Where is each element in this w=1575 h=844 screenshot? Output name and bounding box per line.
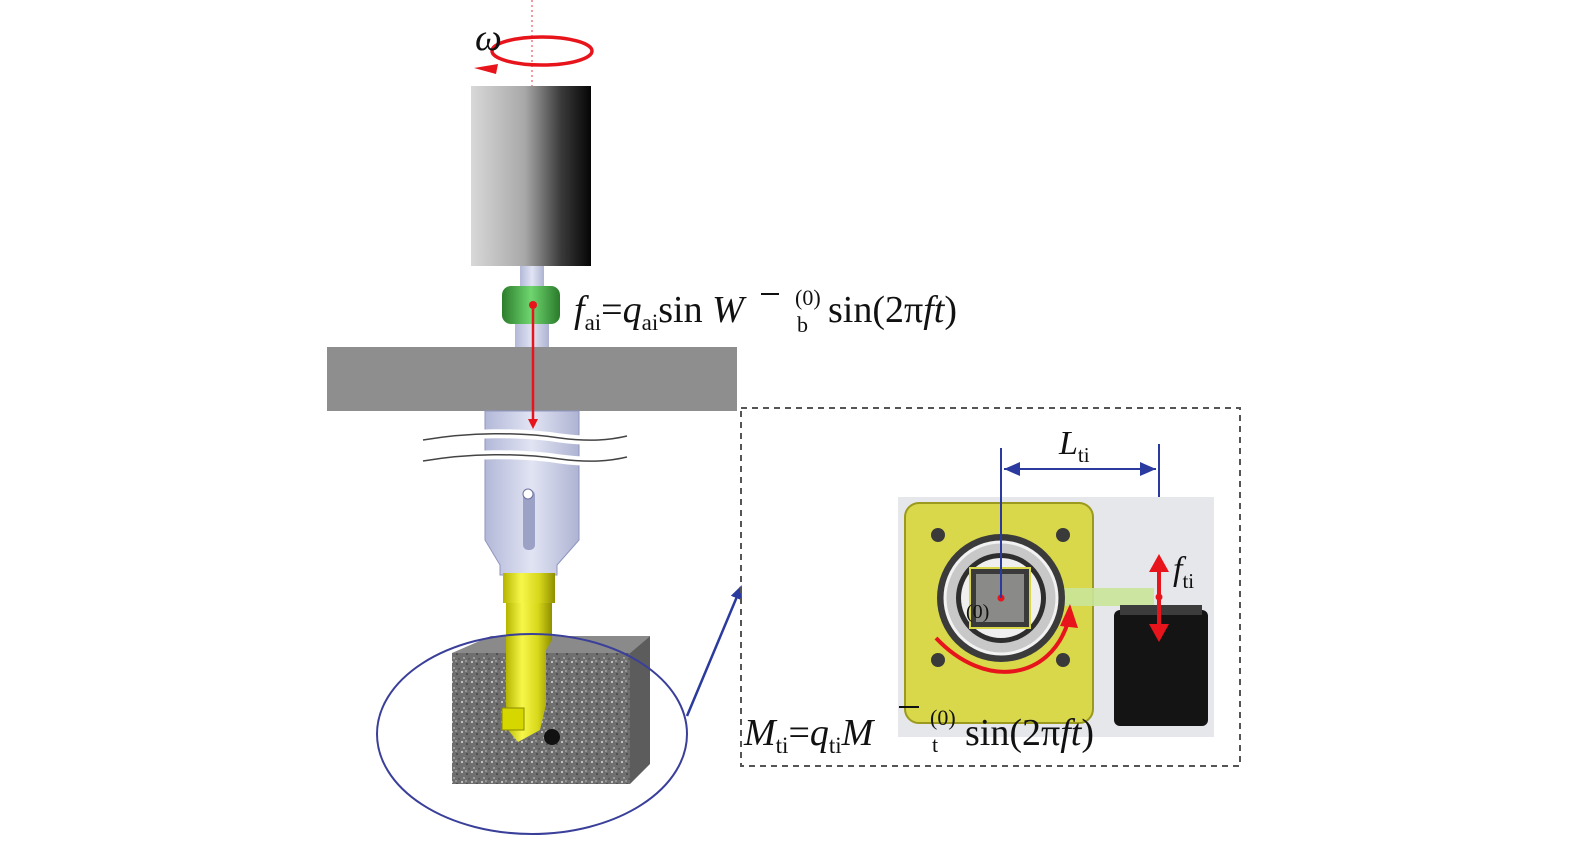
torsional-test-rig [898, 497, 1214, 737]
rod-pin [523, 489, 533, 499]
rock-sample [452, 636, 650, 784]
svg-text:(0): (0) [930, 705, 956, 730]
motor [471, 86, 591, 266]
axial-force-point [529, 301, 537, 309]
upper-shaft [520, 266, 544, 288]
origin-label: (0) [966, 601, 989, 623]
omega-label: ω [475, 17, 502, 59]
svg-text:b: b [797, 312, 808, 337]
svg-text:sin(2πft): sin(2πft) [828, 289, 957, 331]
svg-text:(0): (0) [795, 285, 821, 310]
detail-pointer-arrow [687, 587, 741, 716]
svg-text:Mti=qtiM: Mti=qtiM [743, 712, 876, 758]
svg-text:t: t [932, 732, 938, 757]
dimension-label: Lti [1058, 425, 1090, 467]
axial-force-formula: fai=qaisin W (0) b sin(2πft) [574, 285, 957, 337]
svg-text:fai=qaisin W: fai=qaisin W [574, 289, 747, 335]
svg-text:sin(2πft): sin(2πft) [965, 712, 1094, 754]
